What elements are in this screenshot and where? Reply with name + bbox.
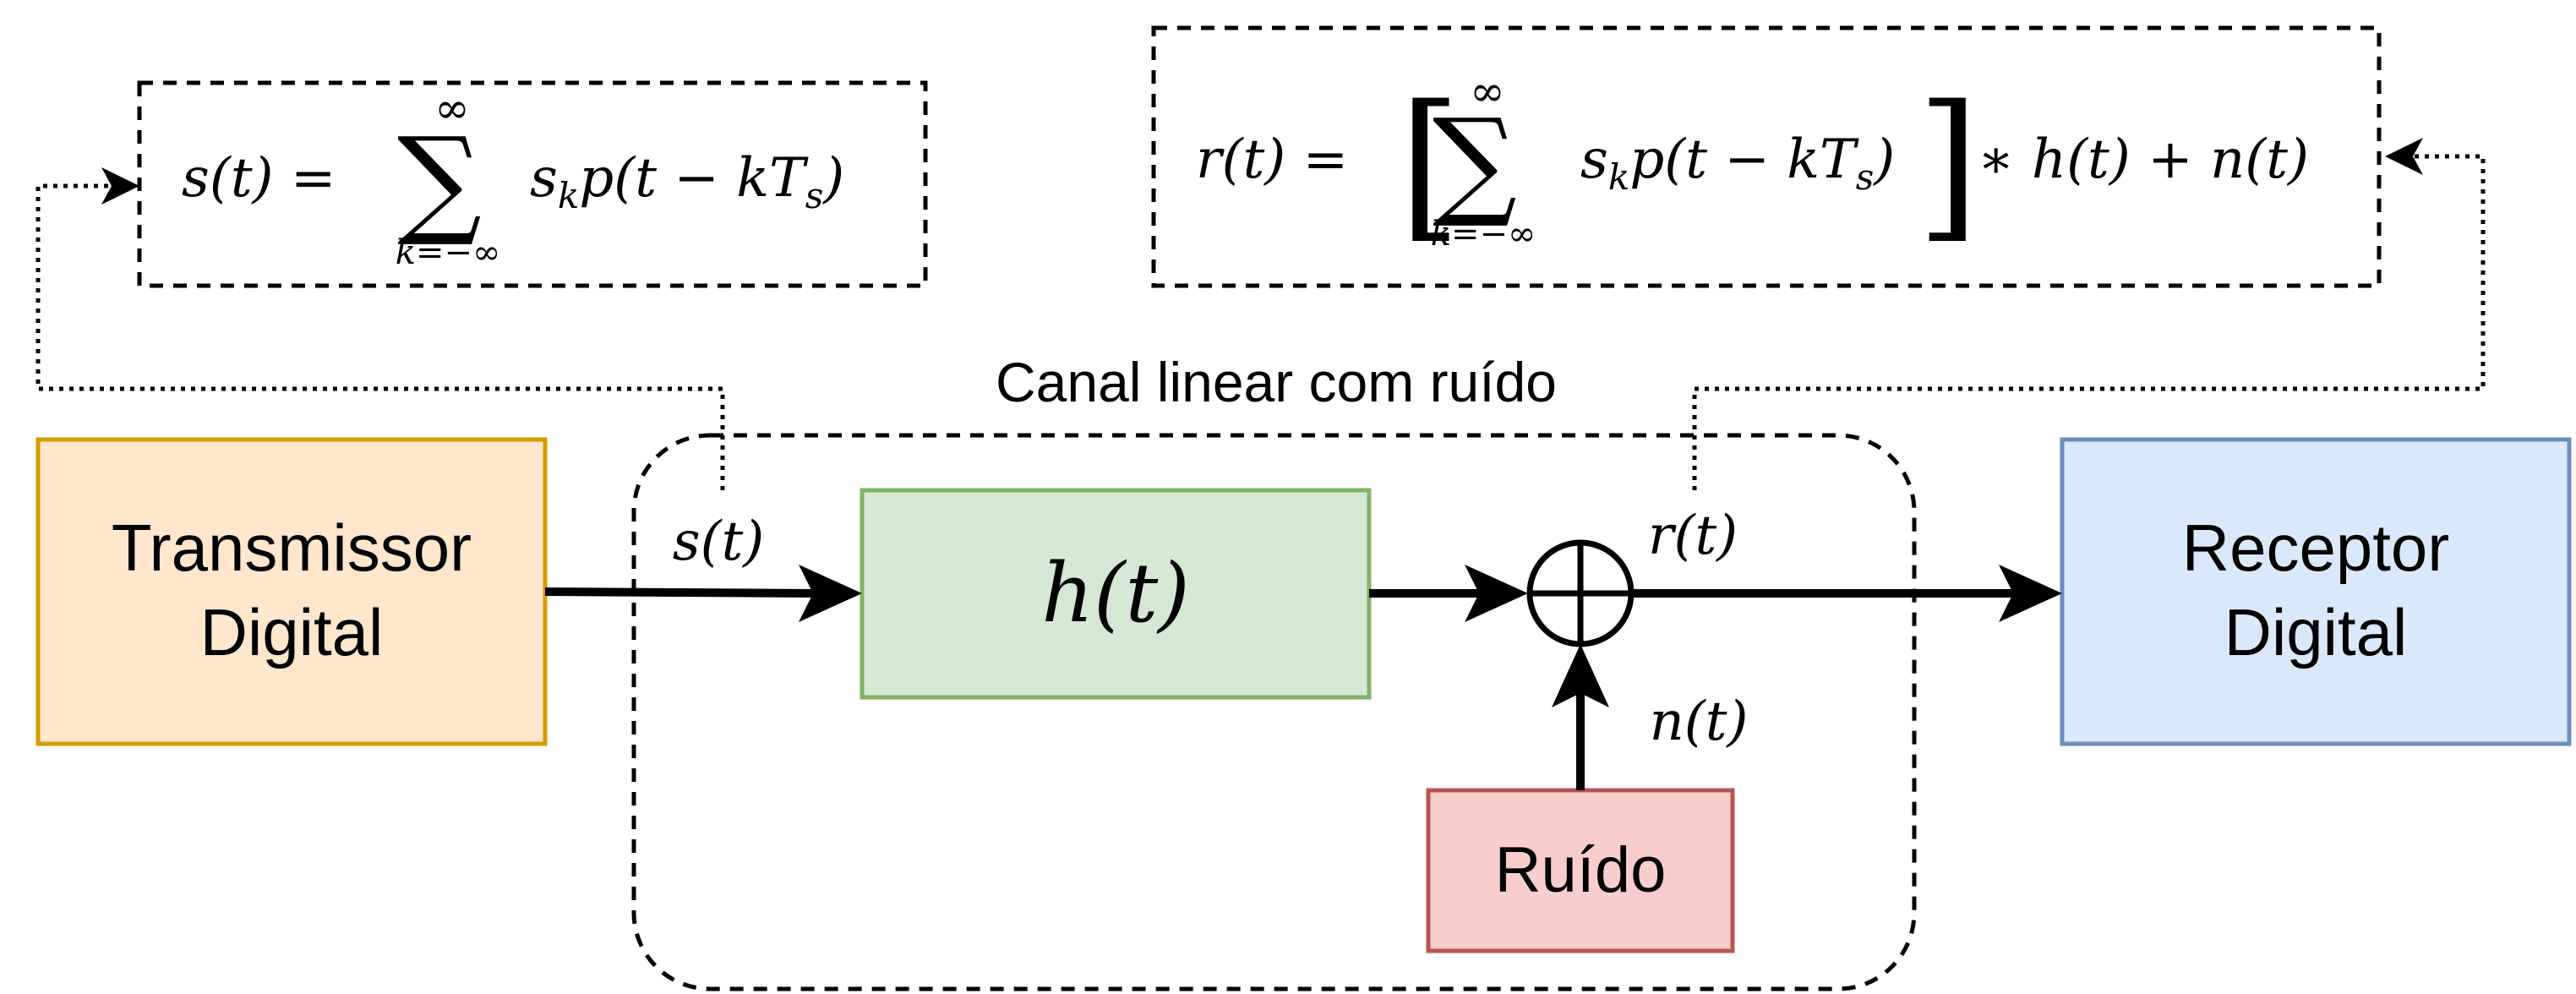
dotted-leader-transmitted	[35, 183, 725, 490]
eq-r-sum-lower: k=−∞	[1431, 215, 1536, 254]
arrowhead-noise-to-summer	[1552, 644, 1609, 707]
eq-r-term: skp(t − kTs)	[1580, 128, 1895, 198]
equation-box-received	[1151, 25, 2382, 288]
noise-block	[1426, 788, 1735, 953]
receiver-label-line1: Receptor	[2182, 511, 2450, 585]
eq-s-sum-symbol: ∑	[397, 112, 482, 250]
eq-r-lhs: r(t) =	[1196, 128, 1348, 191]
eq-r-sum-symbol: ∑	[1433, 94, 1517, 232]
signal-label-transmitted: s(t)	[673, 511, 765, 573]
eq-s-lhs: s(t) =	[182, 147, 336, 210]
channel-filter-label: h(t)	[1041, 546, 1189, 641]
eq-r-sum-upper: ∞	[1470, 67, 1505, 116]
eq-s-sum-lower: k=−∞	[396, 233, 501, 272]
arrowhead-filter-to-summer	[1465, 565, 1528, 622]
eq-s-term: skp(t − kTs)	[530, 147, 844, 216]
eq-r-tail: ∗ h(t) + n(t)	[1978, 128, 2309, 191]
eq-s-sum-upper: ∞	[434, 84, 470, 133]
receiver-block	[2060, 437, 2572, 746]
eq-r-close-bracket: ]	[1917, 71, 1979, 258]
channel-filter-block	[860, 488, 1372, 700]
arrowhead-summer-to-rx	[1999, 565, 2062, 622]
equation-box-transmitted	[137, 80, 928, 288]
dotted-arrowhead-transmitted	[101, 167, 139, 205]
signal-label-noise: n(t)	[1650, 691, 1749, 753]
summing-junction-icon	[1526, 539, 1635, 647]
dotted-leader-received	[1692, 154, 2486, 490]
channel-group-title: Canal linear com ruído	[996, 351, 1557, 413]
signal-label-received: r(t)	[1648, 505, 1738, 567]
arrowhead-tx-to-filter	[799, 565, 862, 622]
transmitter-label-line2: Digital	[200, 595, 384, 669]
dotted-arrowhead-received	[2385, 138, 2423, 175]
receiver-label-line2: Digital	[2224, 595, 2408, 669]
transmitter-block	[35, 437, 548, 746]
equation-received: r(t) = [ ∑ ∞ k=−∞ skp(t − kTs) ] ∗ h(t) …	[1196, 67, 2309, 258]
eq-r-open-bracket: [	[1399, 71, 1461, 258]
arrow-tx-to-filter	[544, 587, 816, 598]
noise-label: Ruído	[1495, 834, 1667, 906]
transmitter-label-line1: Transmissor	[112, 511, 472, 585]
equation-transmitted: s(t) = ∑ ∞ k=−∞ skp(t − kTs)	[182, 84, 844, 272]
channel-group-box	[631, 433, 1917, 991]
